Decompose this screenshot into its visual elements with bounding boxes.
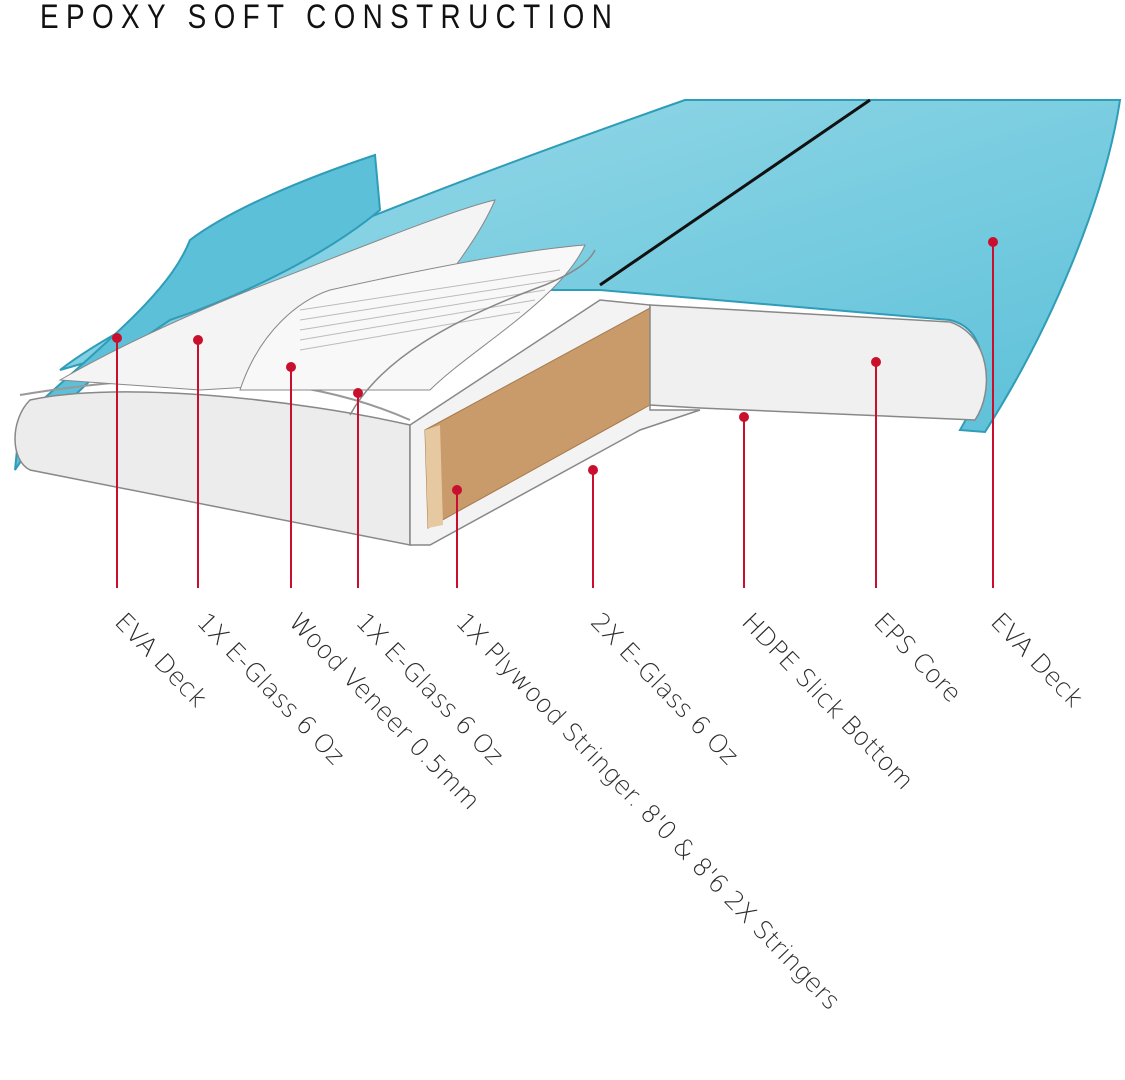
eps-core-right bbox=[649, 304, 988, 421]
veneer-layer bbox=[239, 244, 586, 391]
callout-dot bbox=[353, 388, 363, 398]
eva-deck-peel bbox=[14, 153, 382, 471]
callout-lines bbox=[112, 237, 998, 588]
callout-dot bbox=[112, 333, 122, 343]
callout-dot bbox=[988, 237, 998, 247]
callout-dot bbox=[452, 485, 462, 495]
eps-core-left bbox=[14, 391, 411, 546]
callout-dot bbox=[739, 412, 749, 422]
callout-dot bbox=[286, 362, 296, 372]
callout-dot bbox=[193, 335, 203, 345]
callout-dot bbox=[871, 357, 881, 367]
stringer-line bbox=[599, 98, 871, 287]
callout-dot bbox=[588, 465, 598, 475]
diagram-title: EPOXY SOFT CONSTRUCTION bbox=[40, 0, 620, 36]
